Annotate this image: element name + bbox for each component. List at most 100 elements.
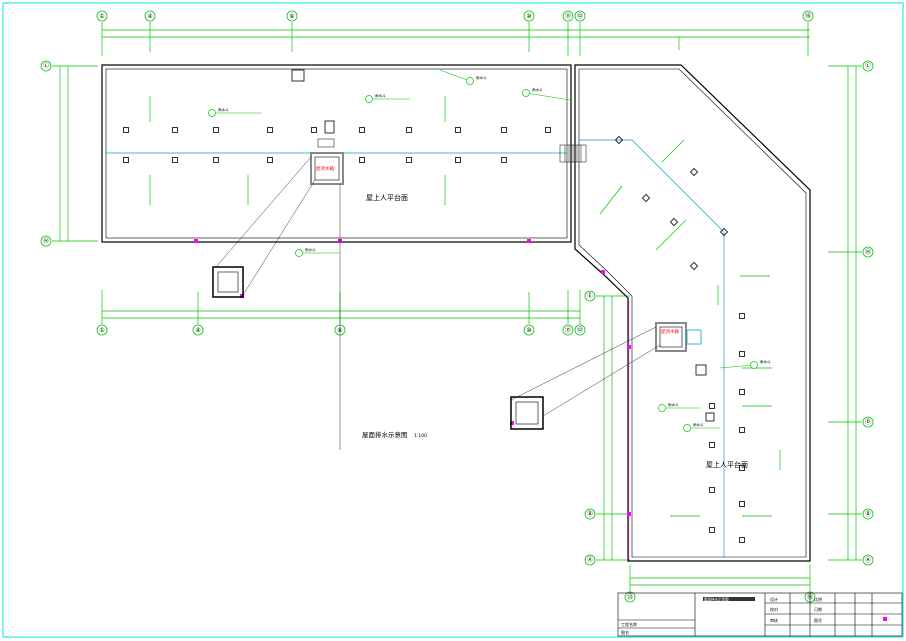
callout: 雨水斗 <box>683 422 720 432</box>
wing-left-dimension-lines <box>596 295 630 561</box>
grid-axis-bubble: ⑪ <box>562 324 574 336</box>
roof-drains-wing <box>614 135 745 543</box>
roof-drain <box>739 465 745 471</box>
svg-text:雨水斗: 雨水斗 <box>760 359 771 364</box>
title-block-project-bar <box>703 597 755 601</box>
roof-drain <box>213 127 219 133</box>
grid-axis-bubble: ⑫ <box>574 10 586 22</box>
roof-hatch-b <box>324 120 335 134</box>
svg-text:Ⓔ: Ⓔ <box>587 292 593 300</box>
roof-hatch-c <box>695 364 707 376</box>
roof-drain <box>311 127 317 133</box>
title-block-row-2: 图名 <box>621 629 629 635</box>
wing-building-outline <box>574 64 811 562</box>
svg-text:①: ① <box>99 327 104 334</box>
downspout-marker <box>510 421 514 425</box>
grid-axis-bubble: Ⓓ <box>862 416 874 428</box>
grid-axis-bubble: ⑬ <box>624 591 636 603</box>
grid-axis-bubble: Ⓛ <box>862 60 874 72</box>
red-tag-b: 屋顶水箱 <box>661 328 679 335</box>
roof-drain <box>123 157 129 163</box>
roof-drain <box>406 157 412 163</box>
grid-axis-bubble: Ⓗ <box>862 246 874 258</box>
grid-axis-bubble: ④ <box>144 10 156 22</box>
title-block-cell: 设计 <box>770 596 778 602</box>
title-block-magenta-mark <box>883 617 887 621</box>
roof-drain <box>501 157 507 163</box>
stair-symbol <box>559 144 587 163</box>
callout: 雨水斗 <box>365 93 410 103</box>
grid-axis-bubble: ① <box>96 10 108 22</box>
grid-axis-bubble: Ⓐ <box>584 554 596 566</box>
middle-dimension-lines <box>101 290 581 324</box>
roof-drain <box>359 127 365 133</box>
slope-arrow <box>599 185 623 215</box>
roof-drain <box>709 403 715 409</box>
svg-text:Ⓓ: Ⓓ <box>865 418 871 426</box>
svg-text:雨水斗: 雨水斗 <box>375 93 386 98</box>
roof-drain <box>709 487 715 493</box>
grid-axis-bubble: Ⓑ <box>862 508 874 520</box>
svg-text:Ⓗ: Ⓗ <box>43 237 49 245</box>
svg-text:雨水斗: 雨水斗 <box>532 87 543 92</box>
roof-drains-left <box>123 127 551 163</box>
roof-drain <box>689 167 699 177</box>
roof-drain <box>719 227 729 237</box>
roof-drain <box>267 157 273 163</box>
grid-axis-bubble: ① <box>96 324 108 336</box>
svg-text:⑫: ⑫ <box>577 326 583 334</box>
roof-drain <box>172 157 178 163</box>
top-dimension-lines <box>101 22 810 56</box>
wing-left-grid-circles: Ⓔ Ⓑ Ⓐ <box>584 290 596 566</box>
left-building-outline <box>101 64 572 243</box>
callout: 雨水斗 <box>719 359 771 369</box>
svg-text:⑬: ⑬ <box>627 593 633 601</box>
title-block-cell: 校对 <box>770 606 778 612</box>
right-dimension-lines <box>828 65 862 561</box>
grid-axis-bubble: Ⓔ <box>584 290 596 302</box>
svg-text:⑯: ⑯ <box>805 12 811 20</box>
detail-box-b <box>510 326 661 430</box>
grid-axis-bubble: ⑪ <box>562 10 574 22</box>
roof-hatch-d <box>705 412 715 422</box>
roof-drain <box>455 127 461 133</box>
downspout-marker <box>527 239 531 243</box>
grid-axis-bubble: ④ <box>192 324 204 336</box>
callout: 雨水斗 <box>522 87 571 101</box>
bottom-dimension-lines <box>629 565 811 592</box>
roof-drain <box>689 261 699 271</box>
left-dimension-lines <box>52 65 98 242</box>
roof-drain <box>123 127 129 133</box>
grid-axis-bubble: ⑩ <box>523 10 535 22</box>
svg-text:④: ④ <box>195 327 200 334</box>
svg-text:Ⓛ: Ⓛ <box>865 62 871 70</box>
detail-box-a <box>212 156 316 298</box>
slope-arrow <box>661 139 685 163</box>
drawing-title: 屋面排水示意图 <box>362 430 408 439</box>
svg-text:⑪: ⑪ <box>565 326 571 334</box>
roof-drain <box>172 127 178 133</box>
grid-axis-bubble: ⑥ <box>286 10 298 22</box>
roof-drain <box>545 127 551 133</box>
roof-drain <box>709 527 715 533</box>
svg-text:⑩: ⑩ <box>526 13 531 20</box>
callout: 雨水斗 <box>439 69 487 85</box>
roof-drain <box>669 217 679 227</box>
svg-text:Ⓛ: Ⓛ <box>43 62 49 70</box>
water-tank-left <box>310 138 344 185</box>
svg-text:Ⓑ: Ⓑ <box>587 510 593 518</box>
grid-axis-bubble: ⑩ <box>523 324 535 336</box>
svg-text:⑪: ⑪ <box>565 12 571 20</box>
roof-drain <box>455 157 461 163</box>
svg-text:雨水斗: 雨水斗 <box>668 402 679 407</box>
roof-label-a: 屋上人平台面 <box>366 193 408 202</box>
roof-drain <box>739 389 745 395</box>
roof-drain <box>739 537 745 543</box>
callout: 雨水斗 <box>295 247 340 257</box>
red-tag-a: 屋顶水箱 <box>316 165 334 172</box>
title-block-cell: 审核 <box>770 617 778 623</box>
